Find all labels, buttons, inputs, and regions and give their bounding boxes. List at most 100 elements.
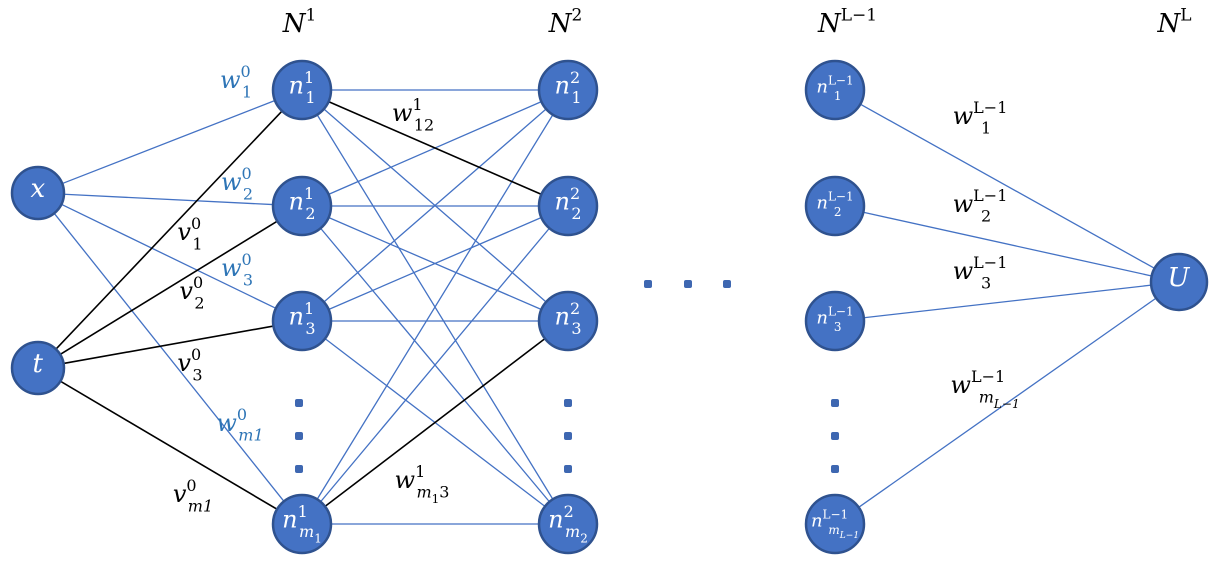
edge-n1_m-n2_3 <box>324 337 546 508</box>
weight-label-wm-L1-subsub: L−1 <box>993 397 1020 411</box>
node-circle <box>271 59 333 121</box>
weight-label-v3-0-main: v <box>177 349 191 377</box>
weight-label-v1-0-main: v <box>177 218 191 246</box>
weight-label-wm13-1-sub2: 3 <box>439 483 449 502</box>
node-label-n1-1-main: n <box>288 72 303 100</box>
node-label-nL-1-sup: L−1 <box>828 74 854 88</box>
layer-header-nl: NL <box>1156 5 1191 39</box>
node-circle <box>271 175 333 237</box>
node-label-n1-3-sup: 1 <box>304 299 314 318</box>
node-label-nL-m-sub: m <box>828 523 839 537</box>
weight-label-v1-0-sup: 0 <box>191 214 201 233</box>
edge-t-n1_1 <box>55 110 283 350</box>
node-label-nL-3-main: n <box>816 308 828 329</box>
weight-label-wm13-1-main: w <box>395 466 416 494</box>
weight-label-wm1-0-sup: 0 <box>237 405 247 424</box>
node-label-nL-m-main: n <box>811 511 823 532</box>
weight-label-wm1-0: w0 m1 <box>216 405 263 444</box>
edge-t-n1_m <box>59 380 278 510</box>
layer-header-n1: N1 <box>282 5 317 39</box>
edge-t-n1_2 <box>59 220 278 356</box>
node-label-n2-2-sup: 2 <box>570 184 580 203</box>
weight-label-wm1-0-sub: m1 <box>238 426 263 445</box>
node-label-nL-2-sup: L−1 <box>828 190 854 204</box>
edge-x-n1_m <box>53 212 285 502</box>
layer-header-n2: N2 <box>548 5 583 39</box>
node-circle <box>537 290 599 352</box>
weight-label-w1-0-main: w <box>220 66 241 94</box>
node-label-n2-3-sup: 2 <box>570 299 580 318</box>
weight-label-w1-L1-main: w <box>953 102 974 130</box>
edge-x-n1_2 <box>63 193 274 206</box>
weight-label-w2-L1-sup: L−1 <box>973 186 1007 205</box>
weight-label-wm-L1-main: w <box>950 371 971 399</box>
node-label-n1-m-subsub: 1 <box>314 531 322 545</box>
layer-header-nl-sup: L <box>1180 5 1191 25</box>
node-label-n1-1-sup: 1 <box>304 68 314 87</box>
weight-label-w1-0-sub: 1 <box>242 83 252 102</box>
weight-label-w2-0-sub: 2 <box>243 185 253 204</box>
layer-header-n1-sup: 1 <box>305 5 316 25</box>
weight-label-w12-1-sup: 1 <box>412 95 422 114</box>
node-label-t: t <box>33 349 44 379</box>
node-label-n1-3-main: n <box>288 303 303 331</box>
node-label-nL-m-sup: L−1 <box>823 508 849 522</box>
weight-label-w2-0-sup: 0 <box>241 164 251 183</box>
edge-nL_2-u <box>863 211 1152 277</box>
node-label-nL-1-main: n <box>816 77 828 98</box>
layer-header-nl1-main: N <box>817 9 842 39</box>
weight-label-vm1-0-main: v <box>173 480 187 508</box>
node-label-x-main: x <box>31 174 46 204</box>
node-label-nL-3-sup: L−1 <box>828 305 854 319</box>
node-u: U <box>1149 252 1209 312</box>
ellipsis-layer-l1 <box>831 399 839 473</box>
weight-label-wm1-0-main: w <box>216 409 237 437</box>
node-circle <box>10 340 66 396</box>
edge-n1_1-n2_2 <box>328 100 542 196</box>
node-label-nL-2-main: n <box>816 193 828 214</box>
node-label-u: U <box>1168 263 1191 293</box>
node-circle <box>804 493 866 555</box>
weight-label-w2-L1-main: w <box>953 190 974 218</box>
weight-label-v3-0-sup: 0 <box>191 345 201 364</box>
layer-header-nl1: NL−1 <box>817 5 877 39</box>
weight-label-w1-L1-sub: 1 <box>981 119 991 138</box>
node-label-n2-3-sub: 3 <box>571 319 581 338</box>
weight-label-v2-0-sub: 2 <box>194 294 204 313</box>
node-label-t-main: t <box>33 349 44 379</box>
weight-label-w3-L1-sup: L−1 <box>973 253 1007 272</box>
weight-label-wm13-1-sup: 1 <box>415 462 425 481</box>
node-label-nL-2-sub: 2 <box>834 205 842 219</box>
weight-label-w1-L1-sup: L−1 <box>973 98 1007 117</box>
node-label-nL-m-subsub: L−1 <box>839 531 859 541</box>
node-label-n2-m-sup: 2 <box>564 502 574 521</box>
node-circle <box>1149 252 1209 312</box>
edge-n1_3-n2_2 <box>328 216 542 311</box>
weight-label-w2-0-main: w <box>221 168 242 196</box>
weight-label-w3-L1-main: w <box>953 257 974 285</box>
edge-n1_m-n2_1 <box>316 114 554 500</box>
